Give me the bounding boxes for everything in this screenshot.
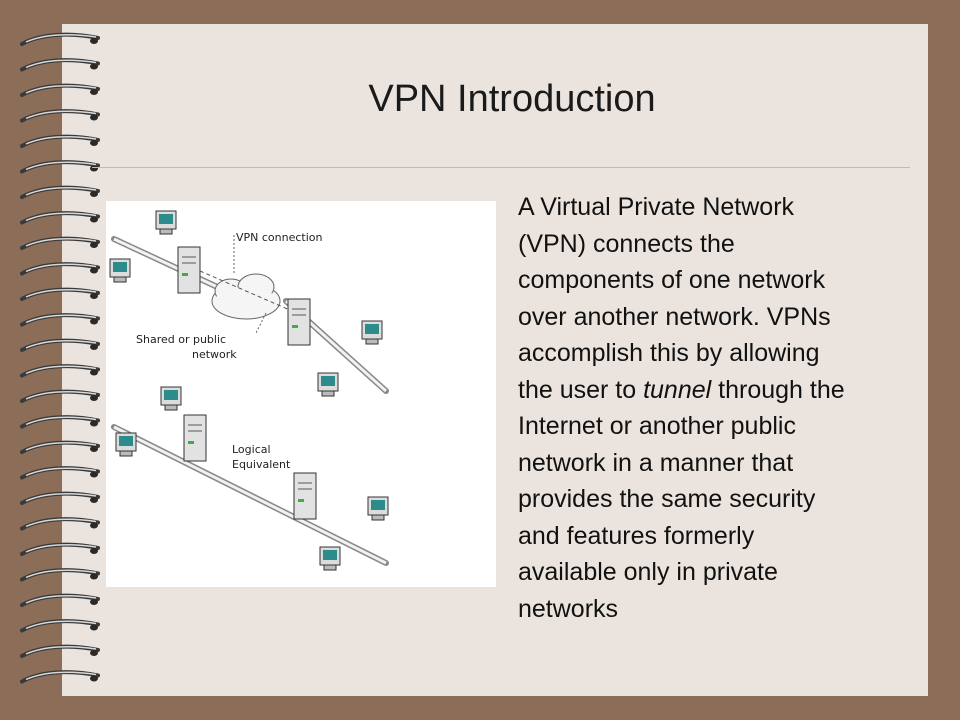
vpn-connection-label: VPN connection [236,231,323,244]
binding-hole [90,267,98,274]
binding-hole [90,89,98,95]
binding-hole [90,216,98,223]
binding-ring-highlight [25,186,97,196]
binding-hole [90,624,98,631]
binding-ring-highlight [25,492,97,502]
server-icon [287,298,311,346]
title-divider [92,167,910,168]
binding-ring-highlight [25,365,97,375]
binding-ring-highlight [25,569,97,579]
binding-ring-highlight [25,671,97,681]
binding-hole [90,318,98,325]
spiral-binding [20,32,100,684]
binding-ring-highlight [25,135,97,145]
binding-hole [90,650,98,656]
binding-hole [90,344,98,350]
cloud-icon [211,273,281,320]
binding-ring-highlight [25,314,97,324]
desktop-icon [160,386,182,411]
logical-equivalent-label-line2: Equivalent [232,458,291,471]
body-paragraph: A Virtual Private Network (VPN) connects… [518,189,938,627]
binding-hole [90,293,98,299]
binding-hole [90,369,98,376]
binding-ring-highlight [25,645,97,655]
binding-ring-highlight [25,467,97,477]
binding-hole [90,420,98,427]
binding-hole [90,497,98,503]
upper-network: VPN connection Shared or public network [109,210,389,397]
desktop-icon [361,320,383,345]
binding-ring-highlight [25,33,97,43]
body-text-emphasis: tunnel [643,375,712,404]
binding-ring-highlight [25,288,97,298]
binding-hole [90,599,98,605]
binding-hole [90,548,98,554]
binding-ring-highlight [25,84,97,94]
binding-hole [90,675,98,682]
desktop-icon [319,546,341,571]
binding-ring-highlight [25,543,97,553]
shared-network-label-line2: network [192,348,237,361]
binding-ring-highlight [25,110,97,120]
binding-ring-highlight [25,212,97,222]
desktop-icon [109,258,131,283]
binding-ring-highlight [25,237,97,247]
binding-hole [90,446,98,452]
binding-hole [90,38,98,44]
body-text-start: A Virtual Private Network (VPN) connects… [518,193,831,404]
binding-ring-highlight [25,390,97,400]
binding-hole [90,114,98,121]
binding-hole [90,242,98,248]
binding-ring-highlight [25,620,97,630]
binding-ring-highlight [25,161,97,171]
lower-network: Logical Equivalent [111,386,389,571]
server-icon [183,414,207,462]
binding-hole [90,522,98,529]
server-icon [293,472,317,520]
binding-hole [90,63,98,70]
binding-ring-highlight [25,518,97,528]
binding-ring-highlight [25,263,97,273]
desktop-icon [155,210,177,235]
binding-hole [90,573,98,580]
server-icon [177,246,201,294]
binding-ring-highlight [25,594,97,604]
binding-ring-highlight [25,416,97,426]
slide-title: VPN Introduction [368,78,656,120]
vpn-diagram: VPN connection Shared or public network [106,201,496,587]
body-text-end: through the Internet or another public n… [518,375,845,623]
shared-network-label-line1: Shared or public [136,333,226,346]
binding-hole [90,140,98,146]
binding-hole [90,471,98,478]
binding-ring-highlight [25,59,97,69]
binding-hole [90,191,98,197]
logical-equivalent-label-line1: Logical [232,443,271,456]
desktop-icon [115,432,137,457]
binding-ring-highlight [25,339,97,349]
binding-ring-highlight [25,441,97,451]
desktop-icon [317,372,339,397]
binding-hole [90,395,98,401]
desktop-icon [367,496,389,521]
